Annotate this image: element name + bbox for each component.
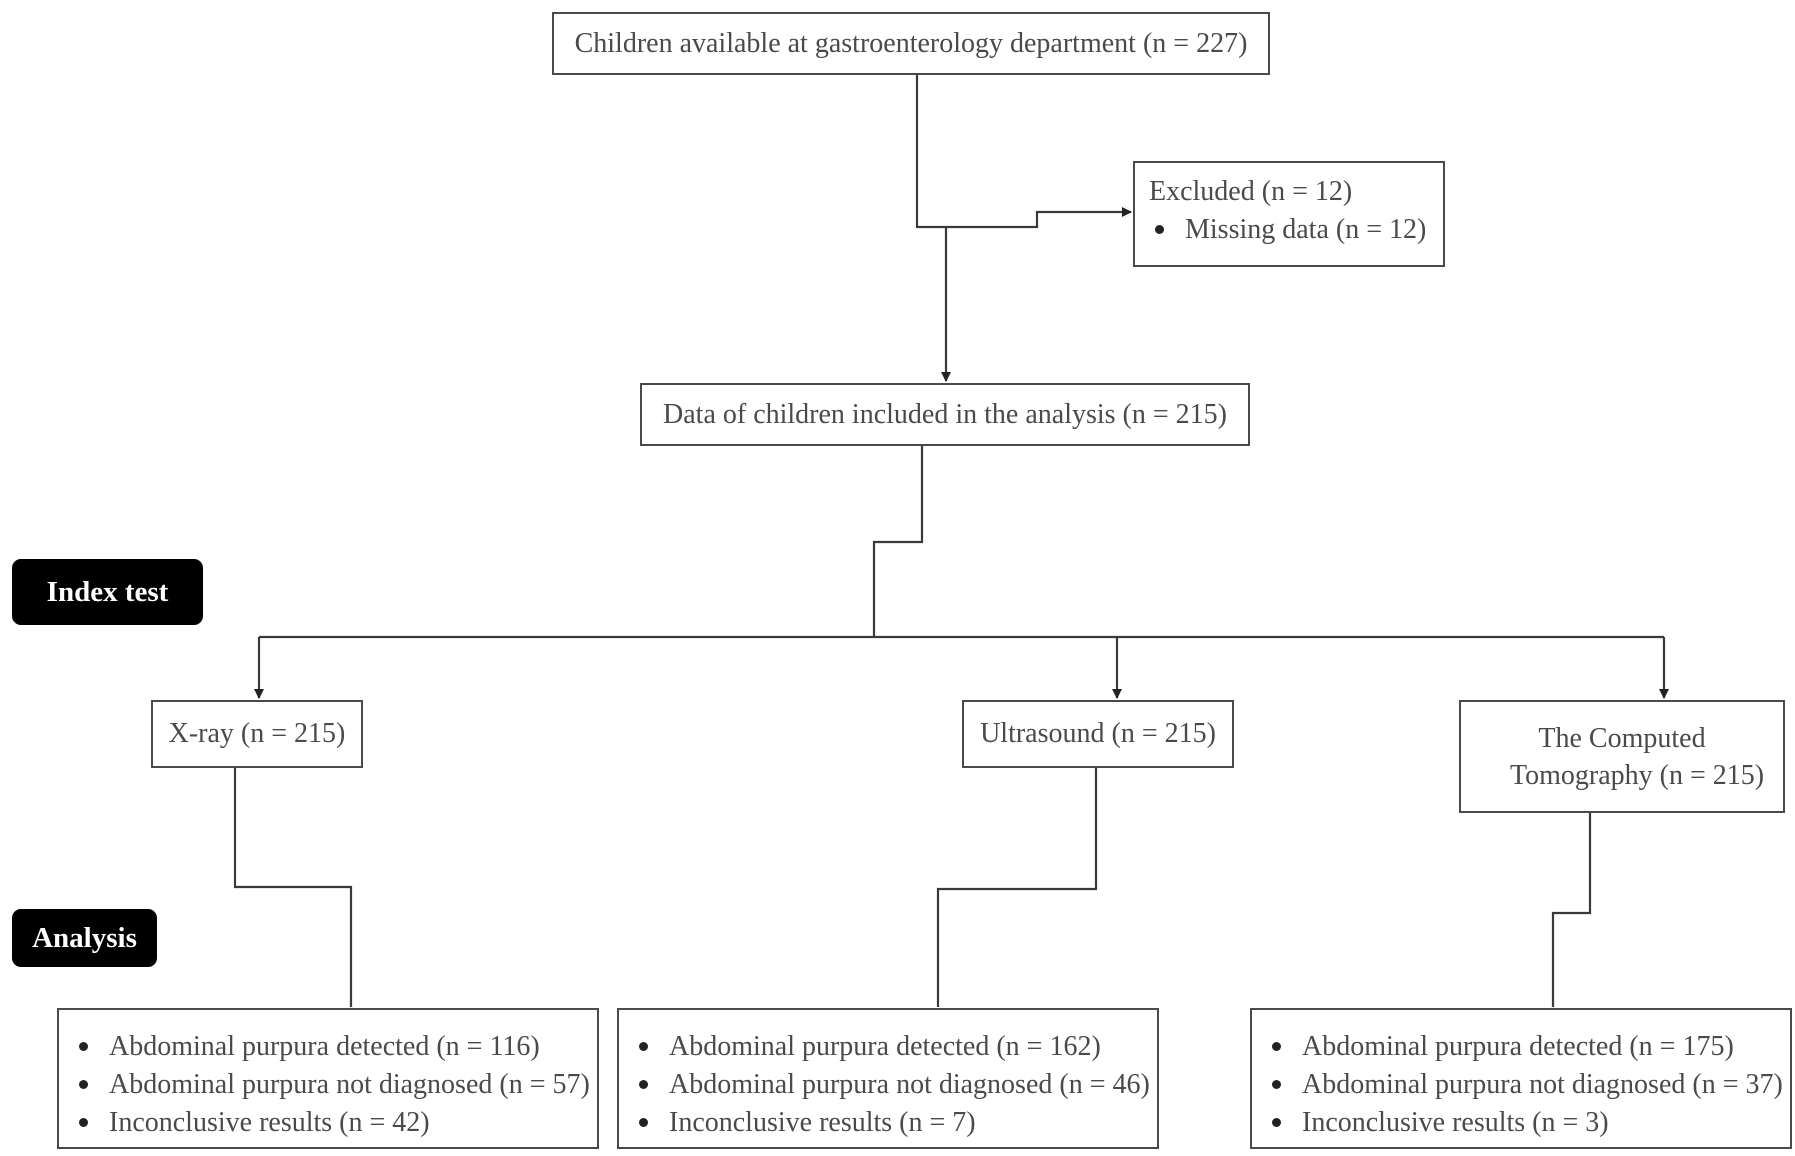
bullet-icon (639, 1042, 648, 1051)
result-text: Abdominal purpura not diagnosed (n = 46) (669, 1069, 1150, 1100)
ultrasound-results-list: Abdominal purpura detected (n = 162) Abd… (633, 1028, 1150, 1142)
ct-label-line2: Tomography (n = 215) (1509, 759, 1765, 791)
result-text: Abdominal purpura detected (n = 162) (669, 1031, 1101, 1062)
ultrasound-results-box: Abdominal purpura detected (n = 162) Abd… (617, 1008, 1159, 1149)
start-box-label: Children available at gastroenterology d… (574, 27, 1248, 59)
result-text: Inconclusive results (n = 3) (1302, 1107, 1609, 1138)
excluded-list: Missing data (n = 12) (1149, 211, 1429, 249)
index-test-tag: Index test (12, 559, 203, 625)
list-item: Abdominal purpura not diagnosed (n = 37) (1266, 1066, 1783, 1104)
ct-results-list: Abdominal purpura detected (n = 175) Abd… (1266, 1028, 1783, 1142)
bullet-icon (79, 1080, 88, 1089)
result-text: Abdominal purpura not diagnosed (n = 37) (1302, 1069, 1783, 1100)
xray-results-box: Abdominal purpura detected (n = 116) Abd… (57, 1008, 599, 1149)
excluded-item: Missing data (n = 12) (1149, 211, 1429, 249)
ct-label-line1: The Computed (1538, 722, 1706, 754)
result-text: Abdominal purpura not diagnosed (n = 57) (109, 1069, 590, 1100)
ct-box: The Computed Tomography (n = 215) (1459, 700, 1785, 813)
ultrasound-label: Ultrasound (n = 215) (980, 718, 1216, 749)
list-item: Abdominal purpura detected (n = 162) (633, 1028, 1143, 1066)
list-item: Abdominal purpura not diagnosed (n = 57) (73, 1066, 590, 1104)
connector-to-excluded (946, 207, 1132, 229)
analysis-label: Analysis (32, 921, 137, 954)
bullet-icon (1155, 225, 1164, 234)
excluded-title: Excluded (n = 12) (1149, 176, 1353, 207)
included-box-label: Data of children included in the analysi… (663, 398, 1227, 430)
result-text: Abdominal purpura detected (n = 175) (1302, 1031, 1734, 1062)
list-item: Inconclusive results (n = 42) (73, 1104, 583, 1142)
result-text: Inconclusive results (n = 7) (669, 1107, 976, 1138)
connector-ct-to-results (1551, 813, 1592, 1007)
result-text: Inconclusive results (n = 42) (109, 1107, 430, 1138)
list-item: Abdominal purpura detected (n = 116) (73, 1028, 583, 1066)
index-test-label: Index test (46, 575, 169, 608)
ct-results-box: Abdominal purpura detected (n = 175) Abd… (1250, 1008, 1792, 1149)
xray-box: X-ray (n = 215) (151, 700, 363, 768)
bullet-icon (1272, 1042, 1281, 1051)
bullet-icon (639, 1080, 648, 1089)
bullet-icon (79, 1118, 88, 1127)
bullet-icon (639, 1118, 648, 1127)
xray-label: X-ray (n = 215) (168, 718, 346, 749)
start-box: Children available at gastroenterology d… (552, 12, 1270, 75)
analysis-tag: Analysis (12, 909, 157, 967)
connector-xray-to-results (233, 768, 353, 1007)
xray-results-list: Abdominal purpura detected (n = 116) Abd… (73, 1028, 590, 1142)
ultrasound-box: Ultrasound (n = 215) (962, 700, 1234, 768)
excluded-item-label: Missing data (n = 12) (1185, 214, 1427, 245)
bullet-icon (1272, 1080, 1281, 1089)
list-item: Abdominal purpura detected (n = 175) (1266, 1028, 1776, 1066)
excluded-box: Excluded (n = 12) Missing data (n = 12) (1133, 161, 1445, 267)
bullet-icon (79, 1042, 88, 1051)
connector-included-to-bus (872, 446, 924, 637)
result-text: Abdominal purpura detected (n = 116) (109, 1031, 540, 1062)
connector-ultrasound-to-results (936, 768, 1098, 1007)
list-item: Abdominal purpura not diagnosed (n = 46) (633, 1066, 1150, 1104)
included-box: Data of children included in the analysi… (640, 383, 1250, 446)
list-item: Inconclusive results (n = 3) (1266, 1104, 1776, 1142)
list-item: Inconclusive results (n = 7) (633, 1104, 1143, 1142)
bullet-icon (1272, 1118, 1281, 1127)
connector-start-to-split (915, 75, 946, 229)
